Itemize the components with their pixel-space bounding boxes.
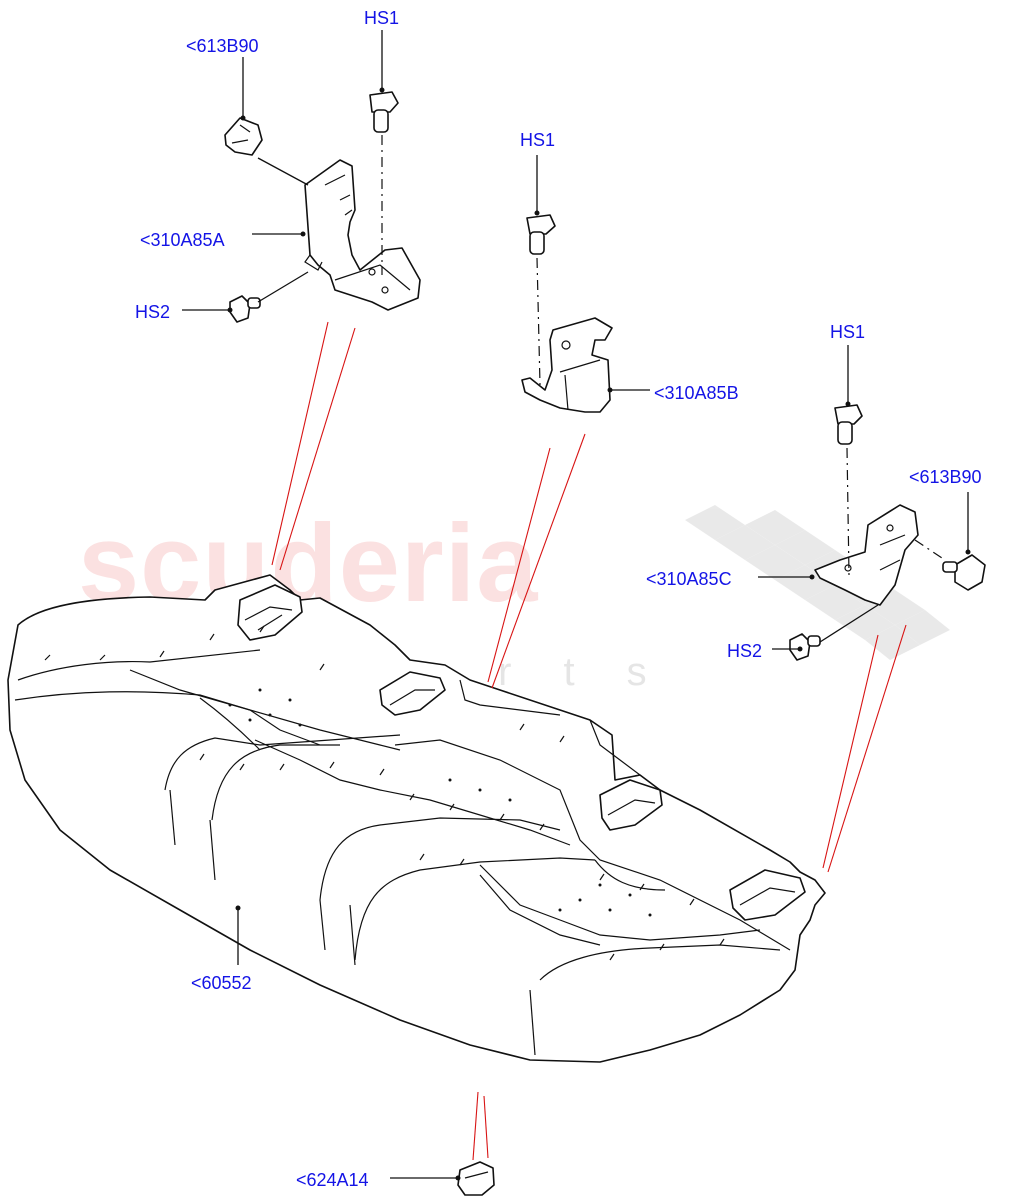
axis-right-fastener [914, 539, 946, 561]
callout-310a85c[interactable]: <310A85C [646, 569, 732, 589]
callout-hs1-mid[interactable]: HS1 [520, 130, 556, 150]
bolt-hs2-left[interactable] [229, 295, 261, 323]
bracket-310a85c[interactable] [814, 504, 919, 606]
fastener-613b90-right[interactable] [942, 554, 986, 591]
callout-310a85b[interactable]: <310A85B [654, 383, 739, 403]
callout-60552[interactable]: <60552 [191, 973, 252, 993]
axis-mid [536, 257, 541, 386]
axis-right [846, 447, 850, 576]
fastener-613b90-left[interactable] [224, 117, 263, 156]
callout-613b90-right[interactable]: <613B90 [909, 467, 982, 487]
bolt-hs1-mid[interactable] [526, 214, 556, 255]
bolt-hs2-right[interactable] [789, 633, 821, 661]
callout-613b90-left[interactable]: <613B90 [186, 36, 259, 56]
bolt-hs1-left[interactable] [369, 91, 399, 133]
callout-hs2-left[interactable]: HS2 [135, 302, 171, 322]
callout-hs2-right[interactable]: HS2 [727, 641, 763, 661]
clip-624a14[interactable] [457, 1161, 495, 1196]
leader-lines [182, 30, 971, 1181]
callout-310a85a[interactable]: <310A85A [140, 230, 225, 250]
bracket-310a85b[interactable] [521, 317, 613, 413]
guide-lines [271, 321, 907, 1161]
callout-624a14[interactable]: <624A14 [296, 1170, 369, 1190]
bolt-hs1-right[interactable] [834, 404, 863, 445]
bracket-310a85a[interactable] [304, 159, 421, 311]
seat-cushion[interactable] [7, 574, 826, 1063]
callout-hs1-right[interactable]: HS1 [830, 322, 866, 342]
callout-hs1-left[interactable]: HS1 [364, 8, 400, 28]
